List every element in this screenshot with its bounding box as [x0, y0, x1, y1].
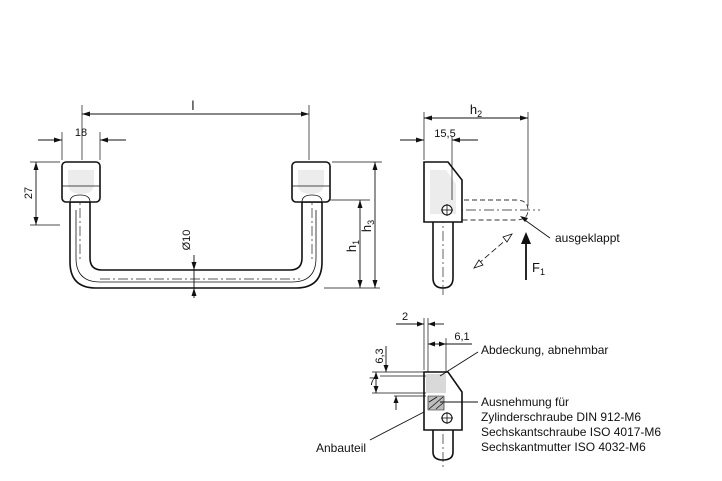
dim-6-1-label: 6,1: [454, 331, 469, 343]
right-mount-block: [291, 161, 331, 203]
left-mount-block: [61, 161, 101, 203]
label-cover: Abdeckung, abnehmbar: [481, 343, 608, 357]
dim-6-3-label: 6,3: [374, 348, 386, 363]
dim-7-label: 7: [369, 376, 375, 388]
label-folded: ausgeklappt: [555, 231, 620, 245]
dim-27-label: 27: [23, 187, 35, 199]
dim-d10-label: Ø10: [181, 230, 193, 251]
recess-line-2: Sechskantschraube ISO 4017-M6: [481, 425, 661, 439]
label-recess: Ausnehmung für Zylinderschraube DIN 912-…: [481, 395, 664, 454]
swing-arrow-icon: [473, 233, 513, 269]
detail-view: 2 6,1 6,3 7 Abdeckung, abnehmbar Ausnehm…: [316, 311, 664, 468]
side-view: h2 15,5 ausgeklappt F1: [400, 102, 620, 296]
recess-line-1: Zylinderschraube DIN 912-M6: [481, 410, 641, 424]
dim-h1-label: h1: [344, 240, 361, 252]
dim-l-label: l: [192, 98, 195, 113]
dim-h2-label: h2: [470, 102, 482, 119]
recess-line-0: Ausnehmung für: [481, 395, 569, 409]
force-label: F1: [532, 260, 545, 277]
dim-h3-label: h3: [359, 220, 376, 232]
dim-18-label: 18: [75, 127, 87, 139]
dim-15-5-label: 15,5: [434, 128, 455, 140]
force-arrow-icon: [521, 232, 531, 280]
front-view: l 18 27 Ø10 h1 h3: [23, 98, 382, 298]
recess-line-3: Sechskantmutter ISO 4032-M6: [481, 440, 646, 454]
dim-2-label: 2: [402, 311, 408, 323]
handle-bar: [69, 201, 323, 289]
label-part: Anbauteil: [316, 441, 366, 455]
detail-cover: [426, 374, 446, 393]
